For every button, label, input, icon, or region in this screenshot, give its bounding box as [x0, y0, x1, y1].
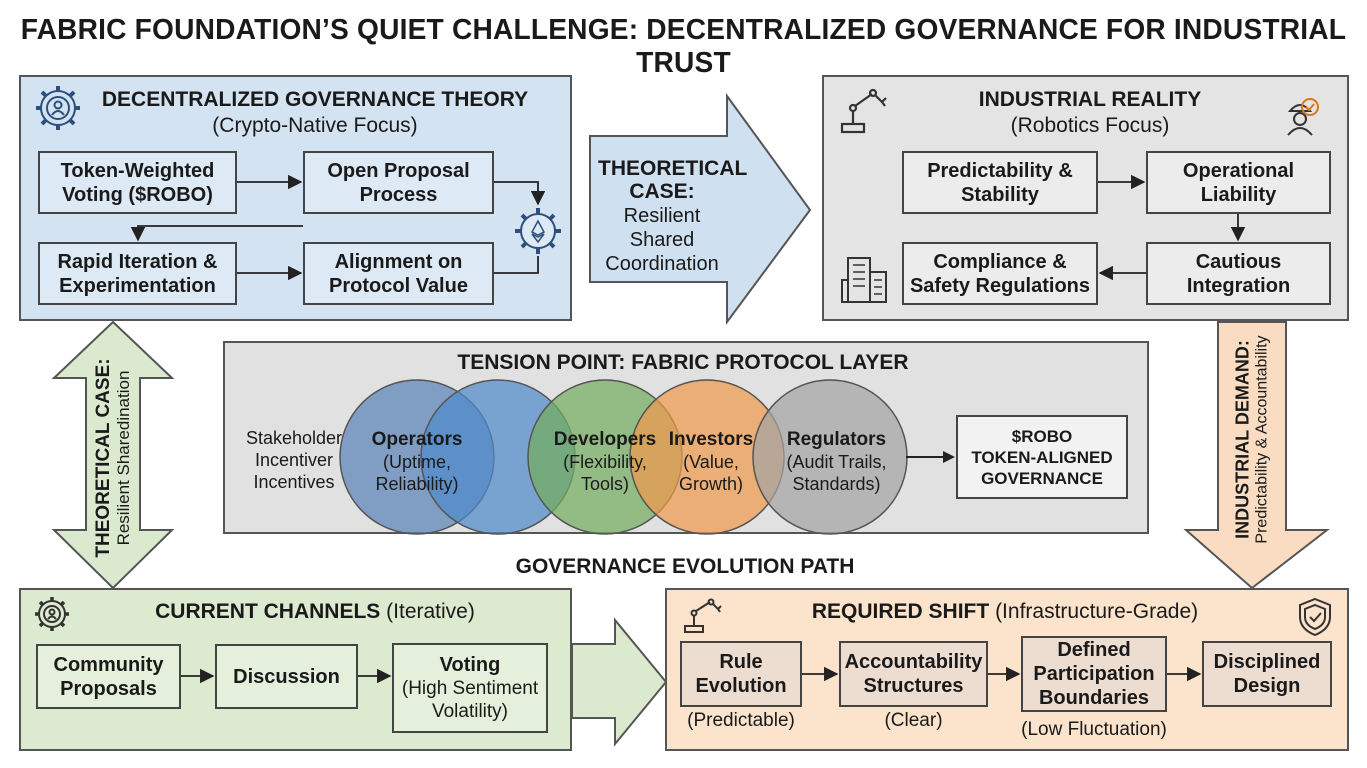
operational-liability-box: Operational Liability [1146, 151, 1331, 214]
predictability-box: Predictability & Stability [902, 151, 1098, 214]
governance-gear-icon [36, 86, 80, 130]
evolution-arrow [571, 617, 668, 747]
rapid-iteration-box: Rapid Iteration & Experimentation [38, 242, 237, 305]
theoretical-case-arrow [589, 92, 812, 326]
developers-detail: (Flexibility, Tools) [563, 452, 647, 494]
accountability-caption: (Clear) [884, 710, 943, 731]
stakeholder-text: Stakeholder Incentiver Incentives [245, 428, 343, 492]
investors-label: Investors (Value, Growth) [661, 428, 761, 495]
operators-detail: (Uptime, Reliability) [375, 452, 459, 494]
regulators-detail: (Audit Trails, Standards) [786, 452, 887, 494]
rule-evolution-caption: (Predictable) [687, 710, 795, 731]
open-proposal-box: Open Proposal Process [303, 151, 494, 214]
participation-caption: (Low Fluctuation) [1021, 719, 1167, 740]
investors-detail: (Value, Growth) [678, 452, 743, 494]
current-title: CURRENT CHANNELS [155, 600, 381, 623]
current-title-suffix: (Iterative) [386, 600, 475, 623]
cautious-integration-box: Cautious Integration [1146, 242, 1331, 305]
theory-title: DECENTRALIZED GOVERNANCE THEORY [101, 88, 529, 111]
voting-detail: (High Sentiment Volatility) [401, 678, 539, 722]
evolution-label: GOVERNANCE EVOLUTION PATH [515, 555, 855, 578]
ethereum-gear-icon [515, 208, 561, 254]
industrial-subtitle: (Robotics Focus) [1010, 114, 1170, 137]
tension-title: TENSION POINT: FABRIC PROTOCOL LAYER [457, 351, 909, 374]
voting-title: Voting [439, 654, 501, 676]
operators-label: Operators (Uptime, Reliability) [357, 428, 477, 495]
required-title: REQUIRED SHIFT [811, 600, 990, 623]
theoretical-case-desc: Resilient Shared Coordination [605, 205, 719, 275]
developers-name: Developers [553, 429, 657, 450]
page-title: FABRIC FOUNDATION’S QUIET CHALLENGE: DEC… [20, 14, 1347, 79]
connector-theory-3 [130, 225, 303, 242]
result-line1: $ROBO [1011, 426, 1073, 446]
building-icon [841, 257, 887, 303]
theoretical-case-text: THEORETICAL CASE: Resilient Shared Coord… [598, 157, 748, 276]
disciplined-design-box: Disciplined Design [1202, 641, 1332, 707]
alignment-box: Alignment on Protocol Value [303, 242, 494, 305]
connector-theory-2 [494, 181, 546, 206]
developers-label: Developers (Flexibility, Tools) [545, 428, 665, 495]
industrial-demand-arrow [1183, 321, 1330, 590]
industrial-title: INDUSTRIAL REALITY [978, 88, 1202, 111]
community-proposals-box: Community Proposals [36, 644, 181, 709]
regulators-label: Regulators (Audit Trails, Standards) [770, 428, 903, 495]
robot-arm-icon [840, 88, 887, 134]
venn-to-result-arrowhead [943, 451, 955, 463]
compliance-box: Compliance & Safety Regulations [902, 242, 1098, 305]
connector-theory-5 [494, 256, 539, 274]
discussion-box: Discussion [215, 644, 358, 709]
voting-box: Voting (High Sentiment Volatility) [392, 643, 548, 733]
operators-name: Operators [371, 429, 463, 450]
current-title-line: CURRENT CHANNELS (Iterative) [90, 600, 540, 624]
required-title-suffix: (Infrastructure-Grade) [995, 600, 1199, 623]
required-title-line: REQUIRED SHIFT (Infrastructure-Grade) [740, 600, 1270, 624]
theory-subtitle: (Crypto-Native Focus) [212, 114, 418, 137]
theoretical-case-title: THEORETICAL CASE: [598, 157, 748, 203]
token-voting-box: Token-Weighted Voting ($ROBO) [38, 151, 237, 214]
accountability-box: Accountability Structures [839, 641, 988, 707]
worker-icon [1287, 98, 1319, 136]
result-line2: TOKEN-ALIGNED GOVERNANCE [971, 447, 1113, 488]
investors-name: Investors [668, 429, 754, 450]
robot-arm-small-icon [684, 598, 722, 633]
shield-check-icon [1299, 597, 1331, 637]
community-gear-icon [35, 597, 69, 631]
token-aligned-governance-box: $ROBO TOKEN-ALIGNED GOVERNANCE [956, 415, 1128, 499]
rule-evolution-box: Rule Evolution [680, 641, 802, 707]
participation-boundaries-box: Defined Participation Boundaries [1021, 636, 1167, 712]
regulators-name: Regulators [786, 429, 887, 450]
